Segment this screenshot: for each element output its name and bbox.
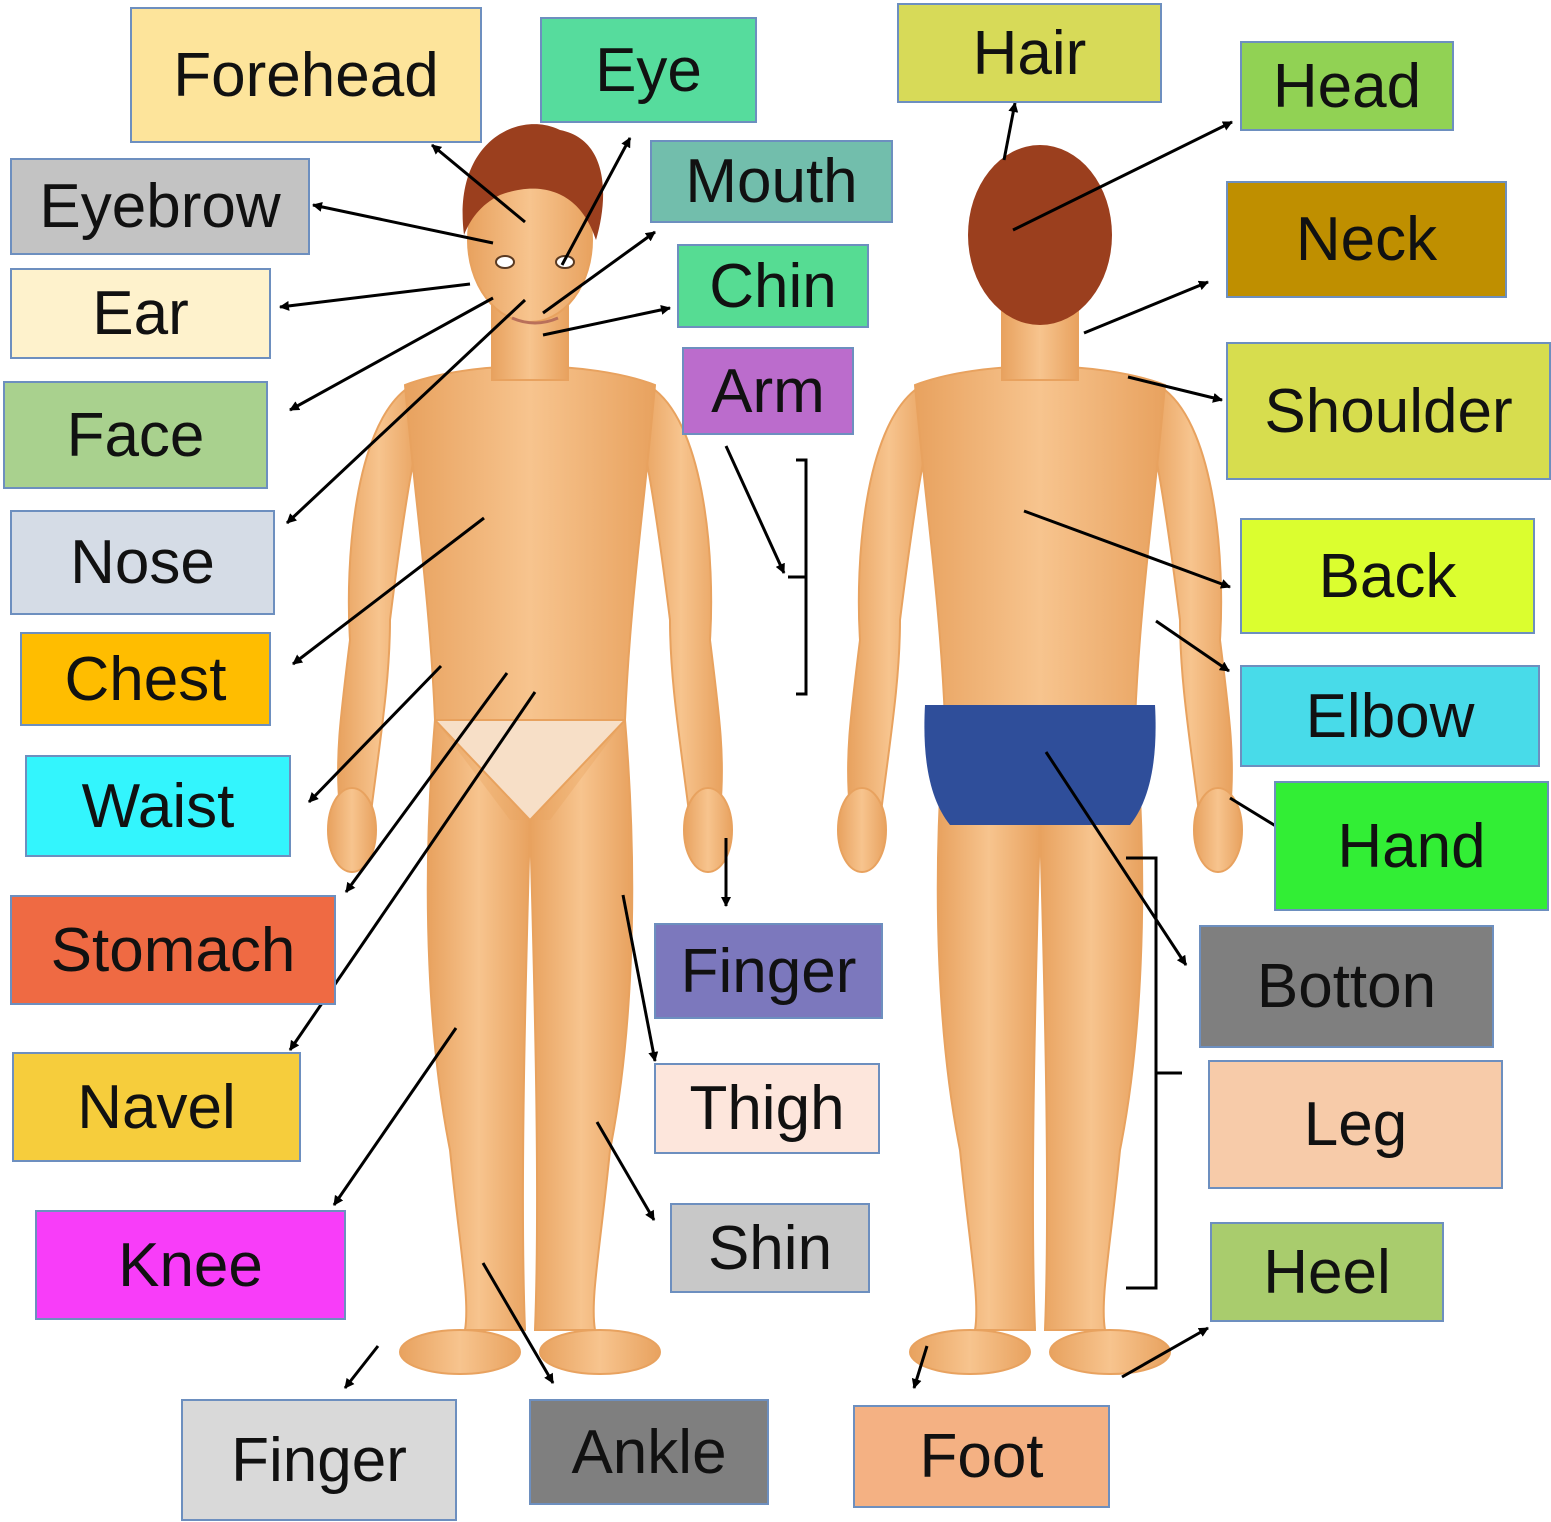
label-eyebrow: Eyebrow [10, 158, 310, 255]
label-chin: Chin [677, 244, 869, 328]
arrow-thigh [623, 895, 655, 1061]
label-neck: Neck [1226, 181, 1507, 298]
arrow-knee [334, 1028, 456, 1205]
label-eye: Eye [540, 17, 757, 123]
label-thigh: Thigh [654, 1063, 880, 1154]
label-chest: Chest [20, 632, 271, 726]
arrow-ankle [483, 1263, 553, 1383]
arrow-forehead [432, 145, 525, 222]
label-hair: Hair [897, 3, 1162, 103]
label-navel: Navel [12, 1052, 301, 1162]
arrow-elbow [1156, 621, 1229, 671]
leg-bracket [1126, 858, 1182, 1288]
label-forehead: Forehead [130, 7, 482, 143]
arrow-chin [543, 308, 670, 335]
arrow-heel [1122, 1328, 1208, 1377]
label-back: Back [1240, 518, 1535, 634]
arrow-eye [562, 138, 630, 265]
label-ankle: Ankle [529, 1399, 769, 1505]
arrow-chest [293, 518, 484, 664]
label-botton: Botton [1199, 925, 1494, 1048]
label-nose: Nose [10, 510, 275, 615]
arrow-nose [287, 300, 525, 523]
label-heel: Heel [1210, 1222, 1444, 1322]
label-arm: Arm [682, 347, 854, 435]
arrow-hair [1004, 103, 1015, 160]
arrow-stomach [346, 673, 507, 892]
arrow-face [290, 298, 493, 410]
arm-bracket [788, 460, 806, 694]
label-stomach: Stomach [10, 895, 336, 1005]
label-knee: Knee [35, 1210, 346, 1320]
label-leg: Leg [1208, 1060, 1503, 1189]
arrow-head [1013, 122, 1232, 230]
label-finger-foot: Finger [181, 1399, 457, 1521]
label-foot: Foot [853, 1405, 1110, 1508]
arrow-ear [280, 284, 470, 307]
arrow-arm [726, 446, 784, 573]
label-hand: Hand [1274, 781, 1549, 911]
label-mouth: Mouth [650, 140, 893, 223]
label-elbow: Elbow [1240, 665, 1540, 767]
label-head: Head [1240, 41, 1454, 131]
arrow-neck [1084, 282, 1208, 333]
arrow-botton [1046, 752, 1186, 965]
arrow-eyebrow [313, 205, 493, 243]
arrow-shoulder [1128, 377, 1222, 400]
label-shin: Shin [670, 1203, 870, 1293]
label-finger-front: Finger [654, 923, 883, 1019]
label-waist: Waist [25, 755, 291, 857]
arrow-shin [597, 1122, 654, 1220]
arrow-foot [914, 1346, 927, 1388]
arrow-waist [309, 666, 441, 802]
label-shoulder: Shoulder [1226, 342, 1551, 480]
label-face: Face [3, 381, 268, 489]
arrow-back [1024, 511, 1230, 587]
arrow-mouth [543, 232, 655, 313]
label-ear: Ear [10, 268, 271, 359]
arrow-finger-foot [345, 1346, 378, 1388]
